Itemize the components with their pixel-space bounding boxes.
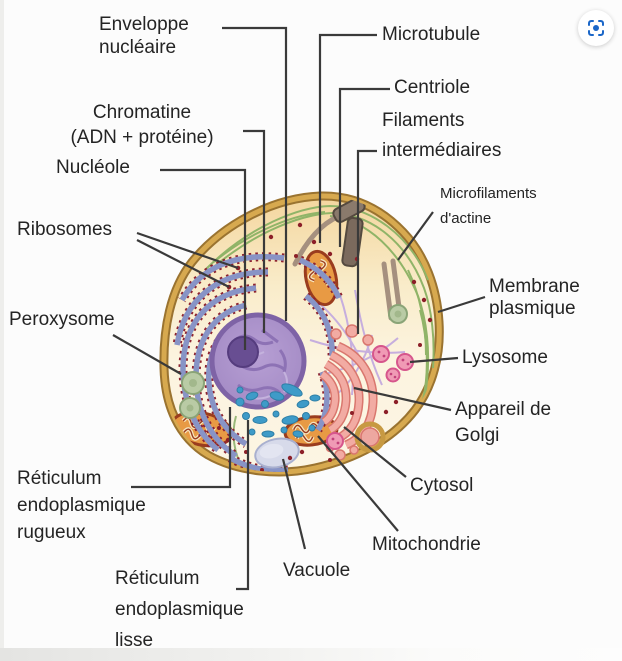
label-ribosomes: Ribosomes <box>17 219 113 240</box>
label-cytosol: Cytosol <box>410 475 474 496</box>
leader-microtubule <box>318 33 377 243</box>
label-reticulum-endoplasmique-rugueux: Réticulum endoplasmique rugueux <box>17 468 146 543</box>
label-microtubule: Microtubule <box>382 24 481 45</box>
leader-vacuole <box>281 458 307 550</box>
label-nucleole: Nucléole <box>56 157 130 178</box>
leader-ribosomes <box>136 239 230 288</box>
leader-ribosomes <box>136 231 239 270</box>
label-filaments-intermediaires: Filaments intermédiaires <box>382 110 502 161</box>
leader-nucleole <box>160 168 247 350</box>
cell-membrane-band <box>161 193 442 475</box>
leader-centriole <box>338 87 390 247</box>
leader-mitochondrie <box>317 435 399 532</box>
leader-membrane-plasmique <box>437 295 486 314</box>
search-inside-image-icon <box>588 20 604 36</box>
membrane-vesicle <box>354 421 386 453</box>
label-enveloppe-nucleaire: Enveloppe nucléaire <box>99 14 189 58</box>
leader-reticulum-endoplasmique-lisse <box>236 420 250 591</box>
label-lysosome: Lysosome <box>462 347 548 368</box>
label-mitochondrie: Mitochondrie <box>372 534 481 555</box>
free-ribosomes <box>217 222 433 472</box>
label-reticulum-endoplasmique-lisse: Réticulum endoplasmique lisse <box>115 568 244 651</box>
label-peroxysome: Peroxysome <box>9 309 115 330</box>
leader-appareil-de-golgi <box>353 386 452 412</box>
leader-reticulum-endoplasmique-rugueux <box>131 407 232 489</box>
leader-microfilaments-actine <box>397 211 434 261</box>
smooth-endoplasmic-reticulum <box>235 383 321 438</box>
leader-cytosol <box>343 426 407 478</box>
lens-button[interactable] <box>578 10 614 46</box>
nucleus <box>209 312 307 410</box>
leader-filaments-intermediaires <box>356 149 377 334</box>
lysosomes <box>326 345 414 450</box>
leader-enveloppe-nucleaire <box>222 26 288 321</box>
label-appareil-de-golgi: Appareil de Golgi <box>455 399 552 446</box>
label-microfilaments-actine: Microfilaments d'actine <box>440 185 537 227</box>
nucleolus <box>227 336 259 368</box>
page-edge-shadow <box>0 648 622 661</box>
label-chromatine: Chromatine (ADN + protéine) <box>70 102 214 148</box>
leader-lysosome <box>409 356 459 364</box>
leader-peroxysome <box>112 334 182 375</box>
label-membrane-plasmique: Membrane plasmique <box>489 276 580 319</box>
label-vacuole: Vacuole <box>283 560 351 581</box>
leader-lines <box>112 26 486 591</box>
peroxisomes <box>179 304 408 419</box>
vacuole <box>254 437 300 469</box>
left-edge-strip <box>0 0 4 661</box>
label-centriole: Centriole <box>394 77 471 98</box>
leader-chromatine <box>243 129 266 333</box>
